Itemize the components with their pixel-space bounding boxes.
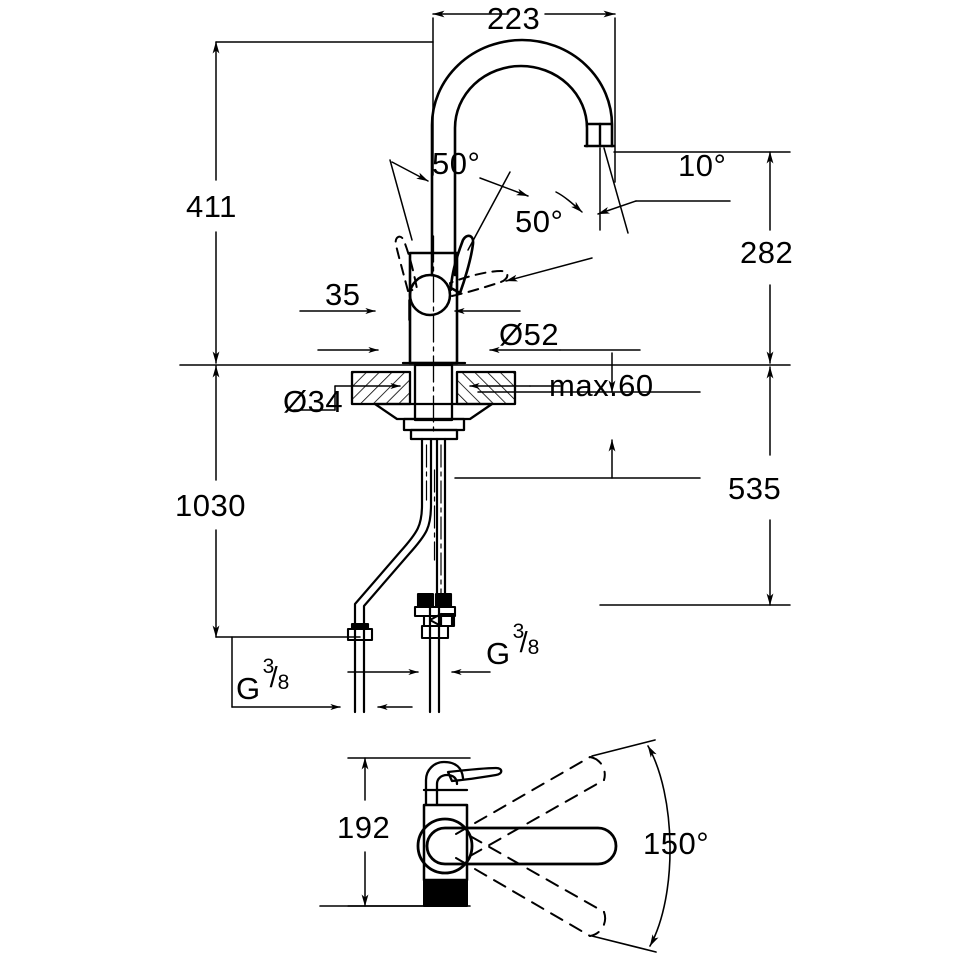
dim-g38-left <box>231 636 413 710</box>
g38-left-numerator: 3 <box>262 655 275 678</box>
supply-tubes <box>353 437 447 714</box>
dim-192 <box>347 757 471 907</box>
dim-d34 <box>293 383 561 411</box>
g38-left-prefix: G <box>236 671 261 706</box>
g38-left-fraction: 3/8 <box>261 656 291 699</box>
dim-label-50-lower: 50° <box>515 204 564 239</box>
dim-223 <box>432 10 616 183</box>
dim-label-d34: Ø34 <box>283 384 344 419</box>
dim-label-35: 35 <box>325 277 361 312</box>
dim-label-max60: max.60 <box>549 368 654 403</box>
lever-pivot <box>408 273 452 317</box>
dim-label-150-deg: 150° <box>643 826 710 861</box>
g38-right-denominator: 8 <box>527 636 540 659</box>
dim-535 <box>599 366 791 606</box>
dim-label-1030: 1030 <box>175 488 246 523</box>
dim-1030 <box>212 365 361 638</box>
plan-body-base <box>423 879 468 907</box>
dim-label-223: 223 <box>487 1 541 36</box>
dim-411 <box>212 41 434 364</box>
dim-50-shallow <box>505 257 593 282</box>
g38-left-denominator: 8 <box>277 671 290 694</box>
g38-right-fraction: 3/8 <box>511 621 541 664</box>
hose-fittings <box>416 592 453 609</box>
g38-right-slash: / <box>519 627 529 659</box>
lever-handle <box>449 234 475 295</box>
lever-handle-ghost-left <box>394 235 418 292</box>
g38-right-numerator: 3 <box>512 620 525 643</box>
dim-label-411: 411 <box>186 189 237 224</box>
dim-label-192: 192 <box>337 810 391 845</box>
spout-arc <box>430 38 614 277</box>
dim-150-arc <box>591 739 671 953</box>
plan-lever <box>422 760 503 807</box>
dim-35 <box>299 299 521 321</box>
dim-10-deg <box>555 147 731 234</box>
aerator-outlet <box>583 122 616 148</box>
plan-spout-ghost-lower <box>455 835 607 937</box>
plan-spout-solid <box>416 817 618 875</box>
g38-left-slash: / <box>269 662 279 694</box>
dim-max60 <box>454 352 701 479</box>
plan-spout-ghost-upper <box>455 756 606 857</box>
dim-label-50-upper: 50° <box>432 146 481 181</box>
dim-50-right <box>467 171 529 251</box>
tube-centerlines <box>425 444 442 597</box>
dim-50-upper <box>389 159 429 241</box>
dim-label-10-deg: 10° <box>678 148 727 183</box>
dim-label-d52: Ø52 <box>499 317 560 352</box>
g38-right-prefix: G <box>486 636 511 671</box>
hose-fitting-outlines <box>346 605 457 642</box>
dim-282 <box>613 151 791 364</box>
lever-handle-ghost <box>449 270 509 297</box>
dim-label-282: 282 <box>740 235 794 270</box>
dim-label-535: 535 <box>728 471 782 506</box>
